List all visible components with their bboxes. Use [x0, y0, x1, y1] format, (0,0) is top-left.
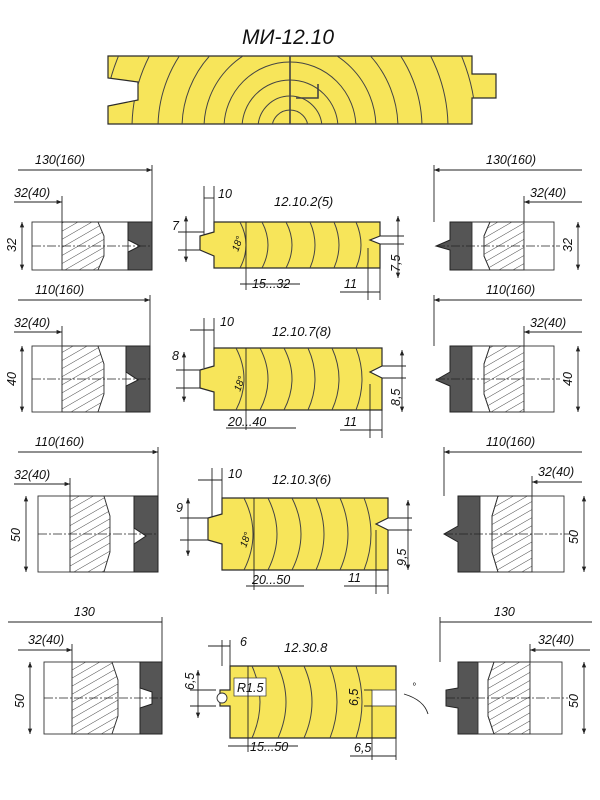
profile-3-groove-w: 9,5 — [395, 549, 409, 566]
profile-4-tongue: 6,5 — [183, 673, 197, 690]
profile-2-top-offset: 10 — [220, 315, 234, 329]
right-cutter-2-height: 40 — [561, 372, 575, 386]
profile-2-groove-depth: 11 — [344, 415, 357, 429]
left-cutter-1-width: 130(160) — [35, 153, 85, 167]
left-cutter-4-inner: 32(40) — [28, 633, 64, 647]
row-2: 110(160) 32(40) 40 12.10.7(8) 10 8 — [5, 283, 582, 438]
right-cutter-1-width: 130(160) — [486, 153, 536, 167]
left-cutter-3-inner: 32(40) — [14, 468, 50, 482]
profile-1-thickness: 15...32 — [252, 277, 290, 291]
profile-2: 12.10.7(8) 10 8 18° 20...40 11 — [172, 315, 406, 438]
left-cutter-4-height: 50 — [13, 694, 27, 708]
profile-1-label: 12.10.2(5) — [274, 194, 333, 209]
right-cutter-4: 130 32(40) 50 — [439, 605, 592, 735]
drawing-title: МИ-12.10 — [242, 26, 334, 49]
profile-3-tongue: 9 — [176, 501, 183, 515]
left-cutter-1: 130(160) 32(40) 32 — [5, 153, 153, 271]
profile-4-label: 12.30.8 — [284, 640, 328, 655]
left-cutter-2-height: 40 — [5, 372, 19, 386]
profile-1-top-offset: 10 — [218, 187, 232, 201]
profile-4-groove-depth: 6,5 — [354, 741, 371, 755]
left-cutter-2-inner: 32(40) — [14, 316, 50, 330]
profile-4-top-offset: 6 — [240, 635, 247, 649]
profile-2-tongue: 8 — [172, 349, 179, 363]
profile-4-groove-w: 6,5 — [347, 689, 361, 706]
profile-3-thickness: 20...50 — [251, 573, 290, 587]
profile-1: 12.10.2(5) 10 7 18° 15...32 11 — [172, 186, 404, 300]
profile-4: 12.30.8 6 6,5 R1.5 15...50 — [183, 635, 429, 760]
left-cutter-4: 130 32(40) 50 — [8, 605, 163, 735]
left-cutter-2: 110(160) 32(40) 40 — [5, 283, 151, 413]
right-cutter-3: 110(160) 32(40) 50 — [442, 435, 587, 573]
right-cutter-3-width: 110(160) — [486, 435, 535, 449]
profile-4-thickness: 15...50 — [250, 740, 288, 754]
right-cutter-2-width: 110(160) — [486, 283, 535, 297]
svg-text:°: ° — [412, 682, 416, 693]
profile-3: 12.10.3(6) 10 9 18° 20...50 11 — [176, 467, 412, 594]
right-cutter-1-inner: 32(40) — [530, 186, 566, 200]
profile-3-groove-depth: 11 — [348, 571, 361, 585]
left-cutter-3-height: 50 — [9, 528, 23, 542]
left-cutter-1-inner: 32(40) — [14, 186, 50, 200]
profile-3-top-offset: 10 — [228, 467, 242, 481]
profile-2-angle: 18° — [232, 375, 248, 393]
left-cutter-3: 110(160) 32(40) 50 — [9, 435, 159, 573]
panel-illustration — [107, 55, 497, 125]
profile-3-angle: 18° — [238, 531, 254, 549]
right-cutter-4-height: 50 — [567, 694, 581, 708]
profile-2-thickness: 20...40 — [227, 415, 266, 429]
right-cutter-2-inner: 32(40) — [530, 316, 566, 330]
profile-1-tongue: 7 — [172, 219, 180, 233]
profile-2-label: 12.10.7(8) — [272, 324, 331, 339]
row-3: 110(160) 32(40) 50 12.10.3(6) 10 9 — [9, 435, 587, 594]
row-1: 130(160) 32(40) 32 12.10.2(5) 10 7 — [5, 153, 582, 300]
left-cutter-1-height: 32 — [5, 238, 19, 252]
left-cutter-3-width: 110(160) — [35, 435, 84, 449]
left-cutter-4-width: 130 — [74, 605, 95, 619]
profile-1-angle: 18° — [230, 235, 246, 253]
right-cutter-2: 110(160) 32(40) 40 — [433, 283, 582, 413]
right-cutter-1: 130(160) 32(40) 32 — [433, 153, 582, 271]
right-cutter-4-inner: 32(40) — [538, 633, 574, 647]
left-cutter-2-width: 110(160) — [35, 283, 84, 297]
profile-1-groove-w: 7,5 — [389, 255, 403, 272]
profile-3-label: 12.10.3(6) — [272, 472, 331, 487]
right-cutter-4-width: 130 — [494, 605, 515, 619]
row-4: 130 32(40) 50 12.30.8 6 6,5 — [8, 605, 592, 760]
profile-4-radius: R1.5 — [237, 681, 263, 695]
profile-1-groove-depth: 11 — [344, 277, 357, 291]
right-cutter-3-height: 50 — [567, 530, 581, 544]
right-cutter-3-inner: 32(40) — [538, 465, 574, 479]
profile-2-groove-w: 8,5 — [389, 389, 403, 406]
right-cutter-1-height: 32 — [561, 238, 575, 252]
